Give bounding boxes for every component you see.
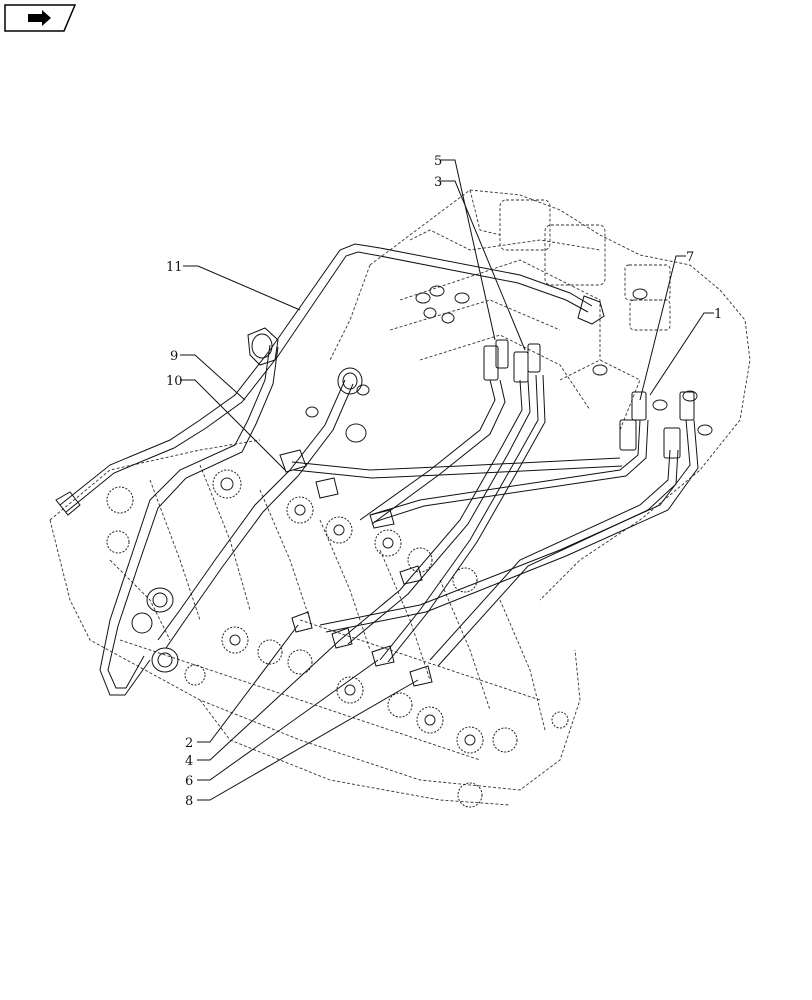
callout-3: 3	[434, 175, 442, 190]
callout-11: 11	[166, 260, 183, 275]
valve-ports	[106, 285, 713, 808]
callout-labels: 5 3 11 7 1 9 10 2 4 6 8	[166, 154, 722, 809]
callout-8: 8	[185, 794, 193, 809]
callout-6: 6	[185, 774, 193, 789]
next-page-arrow-icon	[4, 4, 77, 32]
callout-9: 9	[170, 349, 178, 364]
callout-7: 7	[686, 250, 694, 265]
next-page-button[interactable]	[4, 4, 77, 32]
callout-10: 10	[166, 374, 183, 389]
hydraulic-tubes	[55, 243, 699, 696]
leader-lines	[180, 159, 714, 801]
callout-4: 4	[185, 754, 193, 769]
valve-block-dashed-outline	[49, 189, 751, 806]
callout-5: 5	[434, 154, 442, 169]
callout-1: 1	[714, 307, 722, 322]
callout-2: 2	[185, 736, 193, 751]
